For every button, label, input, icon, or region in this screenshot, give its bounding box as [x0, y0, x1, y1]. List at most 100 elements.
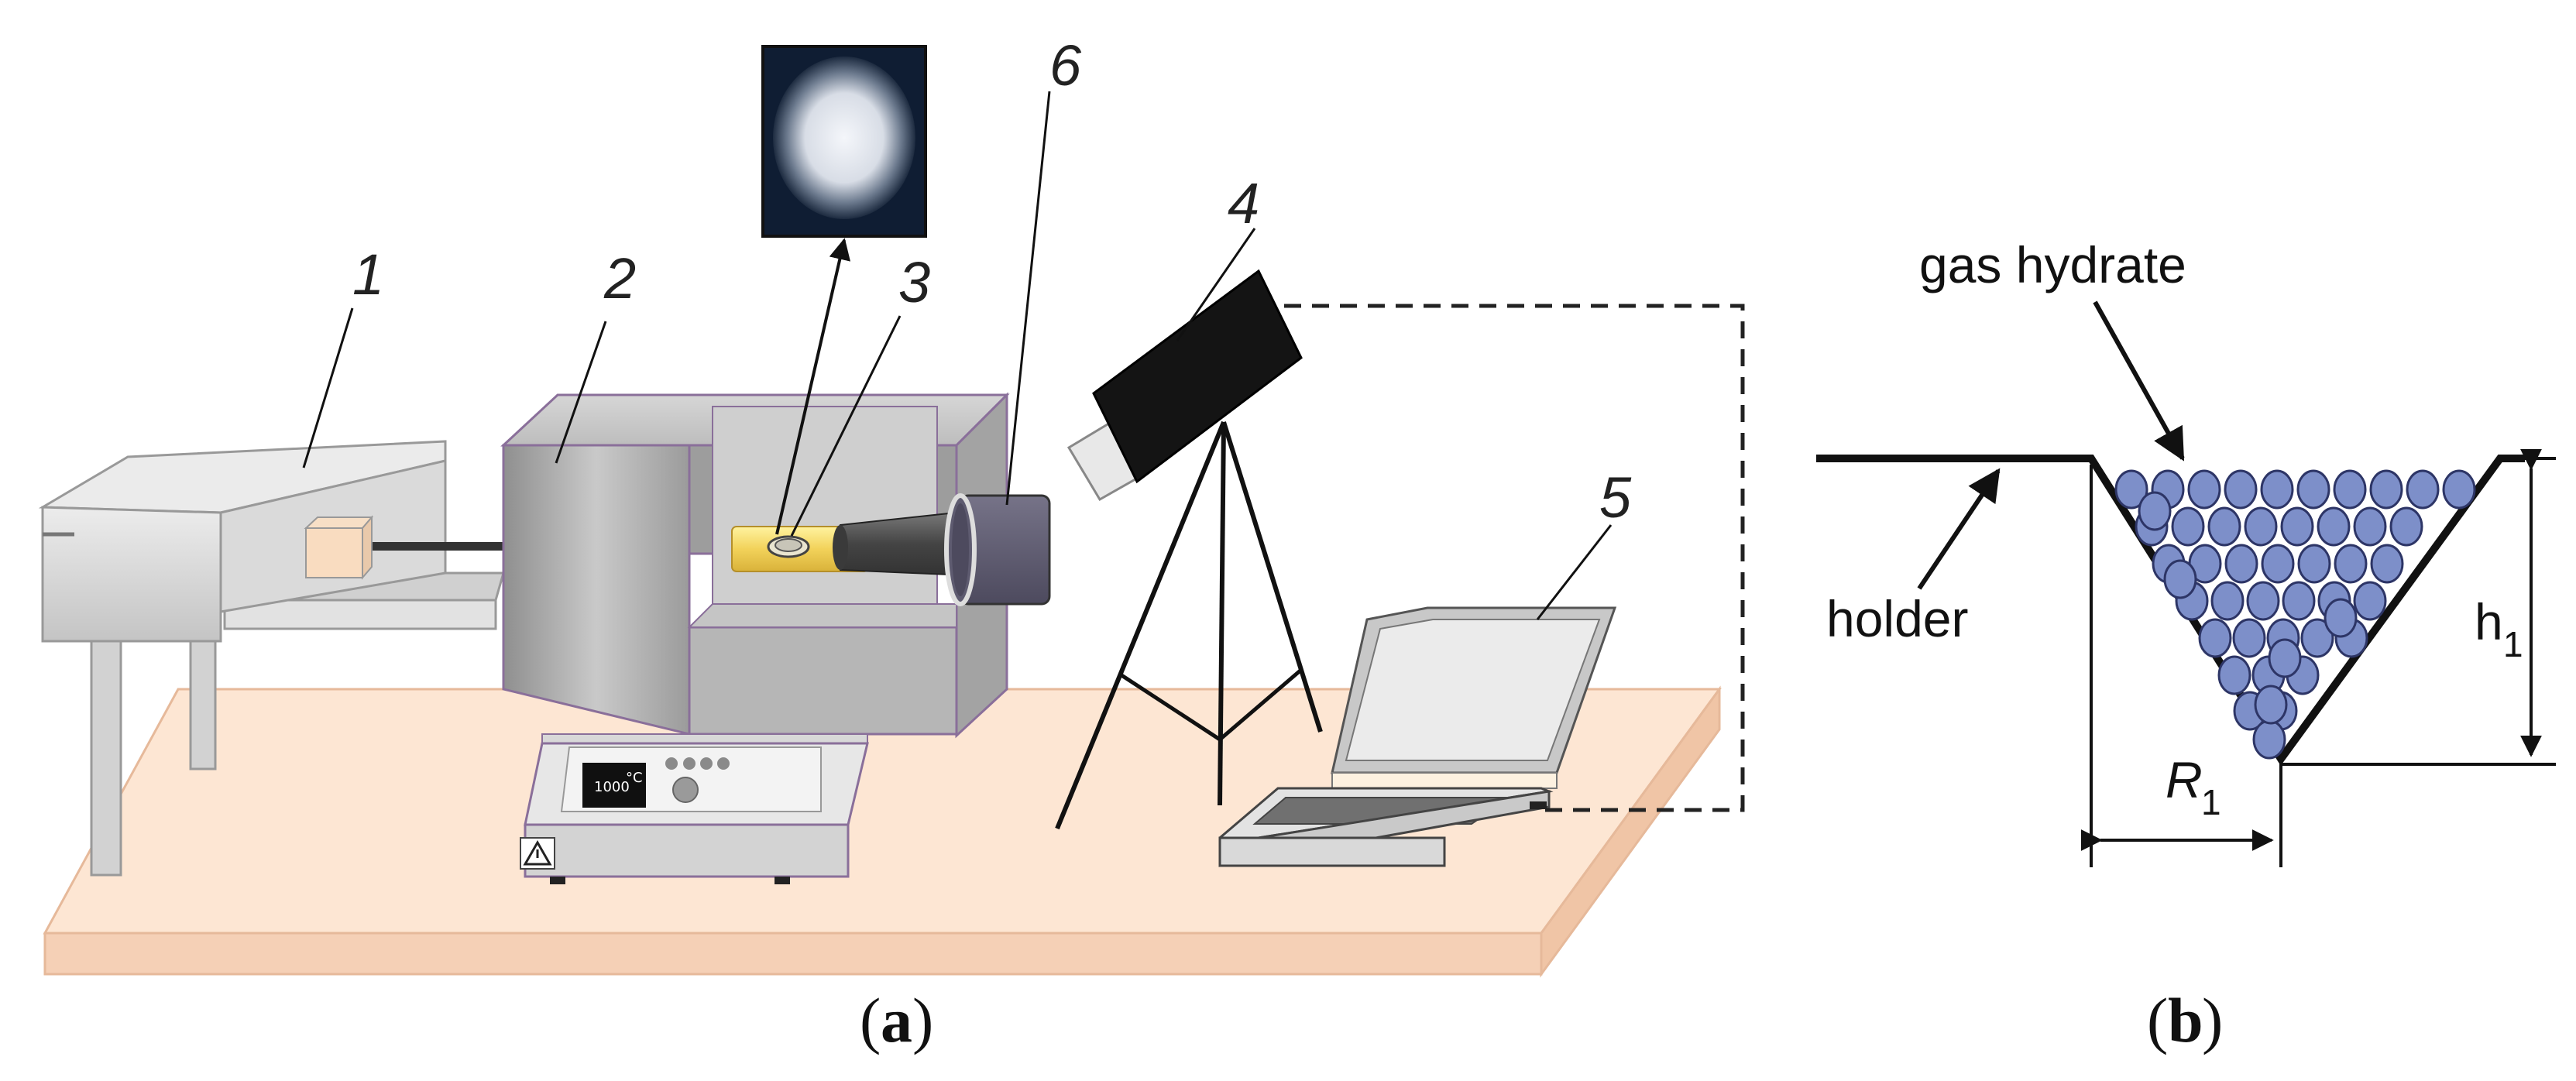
label-1-leader [302, 307, 354, 468]
panel-a: 1000 °C [38, 33, 1745, 1055]
label-6: 6 [1049, 33, 1082, 98]
svg-text:(: ( [860, 985, 881, 1055]
caption-b: ( b ) [2147, 985, 2223, 1055]
label-2-leader [555, 321, 607, 464]
tripod-brace-1 [1118, 671, 1221, 742]
furnace-dial [672, 777, 699, 803]
svg-text:(: ( [2147, 985, 2168, 1055]
hydrate-particle [2138, 491, 2172, 531]
furnace-front [502, 444, 691, 736]
label-3-leader [790, 315, 902, 537]
hydrate-particle [2442, 469, 2476, 510]
label-3: 3 [898, 250, 930, 314]
hydrate-particle [2300, 618, 2334, 658]
hydrate-particle [2389, 506, 2423, 547]
tripod-leg-center [1218, 421, 1226, 806]
caption-b-letter: b [2168, 985, 2203, 1055]
table-side-edge [1540, 685, 1721, 978]
furnace-lower-ledge [687, 603, 957, 628]
furnace-chamber-inner [712, 406, 938, 628]
laptop [1218, 606, 1617, 867]
warning-icon [520, 837, 555, 870]
tripod-leg-left [1055, 420, 1226, 830]
r1-subscript: 1 [2201, 782, 2221, 822]
window-barrel [840, 512, 950, 576]
rail-rod [364, 542, 519, 551]
rail-leg-right [189, 624, 217, 770]
data-cable [1284, 304, 1745, 812]
window-lens-face [952, 503, 969, 596]
gas-hydrate-label: gas hydrate [1919, 236, 2186, 293]
temperature-display [582, 763, 646, 808]
rail-carriage-top [304, 516, 374, 529]
optical-window [833, 493, 1051, 606]
tripod-brace-2 [1218, 668, 1303, 741]
hydrate-particle [2171, 506, 2205, 547]
laptop-screen [1345, 619, 1601, 761]
svg-text:): ) [912, 985, 933, 1055]
furnace-lower-front [688, 626, 958, 736]
table-front-edge [43, 932, 1543, 976]
furnace-knob-3 [700, 757, 713, 770]
rail-carriage-side [362, 515, 373, 580]
caption-a: ( a ) [860, 985, 933, 1055]
holder-label: holder [1826, 590, 1968, 647]
hydrate-particle [2207, 506, 2241, 547]
furnace-knob-1 [665, 757, 678, 770]
label-4: 4 [1228, 171, 1259, 235]
hydrate-particle [2163, 559, 2197, 599]
rail-leg-left [90, 632, 122, 877]
hydrate-particle [2353, 506, 2387, 547]
rail-box-front [41, 506, 222, 643]
thermal-camera [1055, 269, 1323, 830]
hydrate-particle [2353, 581, 2387, 621]
r1-label: R [2166, 751, 2203, 808]
hydrate-photo [761, 45, 927, 537]
hydrate-particle [2406, 469, 2440, 510]
laptop-port [1530, 801, 1547, 809]
furnace-knob-4 [717, 757, 730, 770]
hydrate-particle [2333, 469, 2367, 510]
furnace-foot-right [775, 877, 790, 884]
sample-holder-inner [775, 538, 802, 552]
hydrate-particle [2369, 469, 2403, 510]
hydrate-particle [2187, 469, 2221, 510]
furnace-knob-2 [683, 757, 696, 770]
hydrate-particle [2334, 544, 2368, 584]
furnace-base-top [541, 733, 868, 744]
label-1: 1 [352, 242, 384, 307]
label-4-leader [1176, 228, 1256, 341]
furnace-foot-left [550, 877, 565, 884]
label-5-leader [1536, 524, 1613, 620]
hydrate-particle [2210, 581, 2245, 621]
photo-pointer-arrow [775, 238, 851, 535]
hydrate-particle [2268, 638, 2302, 678]
hydrate-particle [2232, 618, 2266, 658]
tripod-leg-right [1221, 421, 1323, 733]
hydrate-particle [2217, 655, 2251, 695]
hydrate-particle [2282, 581, 2316, 621]
hydrate-particle [2296, 469, 2330, 510]
hydrate-particle [2261, 544, 2295, 584]
h1-label: h [2475, 593, 2503, 650]
h1-subscript: 1 [2503, 624, 2523, 664]
rail-carriage [305, 527, 363, 578]
hydrate-particle [2114, 469, 2148, 510]
temperature-value: 1000 [594, 779, 630, 795]
panel-b: gas hydrate holder h 1 R 1 ( b ) [1816, 236, 2556, 1055]
svg-text:): ) [2202, 985, 2223, 1055]
hydrate-particle [2252, 719, 2286, 760]
hydrate-particle [2317, 506, 2351, 547]
label-6-leader [1005, 91, 1051, 506]
window-barrel-end [833, 525, 848, 570]
label-2: 2 [603, 246, 636, 311]
furnace-base [524, 823, 850, 878]
hydrate-particle [2244, 506, 2278, 547]
hydrate-particle [2224, 469, 2258, 510]
hydrate-particle [2246, 581, 2280, 621]
laptop-hinge [1331, 772, 1558, 789]
hydrate-particle [2198, 618, 2232, 658]
hydrate-particle [2370, 544, 2404, 584]
temperature-unit: °C [626, 770, 643, 786]
